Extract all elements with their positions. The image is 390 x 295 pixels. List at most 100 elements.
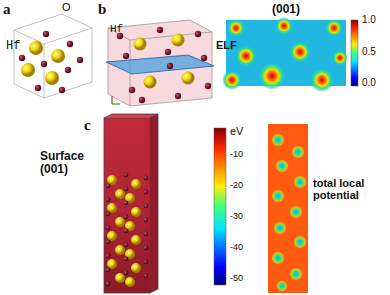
atom <box>144 204 149 209</box>
atom <box>144 260 149 265</box>
atom <box>106 184 111 189</box>
atom <box>107 175 117 185</box>
colorbar <box>214 128 226 285</box>
atom <box>65 67 71 73</box>
atom <box>134 38 147 51</box>
colorbar-tick: -20 <box>230 181 243 190</box>
atom <box>131 263 141 273</box>
elf-maximum <box>310 68 334 92</box>
map-title: (001) <box>272 3 300 16</box>
atom <box>107 203 117 213</box>
atom <box>124 187 129 192</box>
atom <box>115 245 125 255</box>
atom <box>165 49 171 55</box>
atom <box>124 243 129 248</box>
surface-label: Surface (001) <box>40 150 98 175</box>
atom <box>125 277 135 287</box>
potential-well <box>293 235 307 249</box>
atom <box>131 179 141 189</box>
potential-map <box>268 124 308 293</box>
atom <box>115 217 125 227</box>
atom <box>182 72 195 85</box>
surface-slab <box>104 114 158 293</box>
colorbar-unit: eV <box>230 126 243 138</box>
elf-maximum <box>325 19 343 37</box>
map-label: total local potential <box>313 178 383 201</box>
atoms <box>19 31 83 93</box>
atom <box>51 49 65 63</box>
atom <box>107 259 117 269</box>
atom <box>124 257 129 262</box>
atom <box>106 268 111 273</box>
atom <box>124 271 129 276</box>
atom <box>131 235 141 245</box>
atom <box>106 282 111 287</box>
atom <box>205 83 211 89</box>
atom-label: Hf <box>6 40 20 53</box>
crystal-cell <box>14 14 92 98</box>
elf-maximum <box>222 70 242 90</box>
potential-well <box>276 280 288 292</box>
atom <box>29 41 43 55</box>
atom <box>144 274 149 279</box>
atom <box>157 27 163 33</box>
atom <box>124 229 129 234</box>
panel-letter: a <box>3 2 11 18</box>
elf-maximum <box>227 19 245 37</box>
elf-maximum <box>258 62 286 90</box>
elf-maximum <box>235 45 257 67</box>
potential-well <box>271 251 285 265</box>
atom <box>131 207 141 217</box>
potential-well <box>273 221 287 235</box>
atom <box>115 273 125 283</box>
colorbar-tick: 0.0 <box>362 78 376 89</box>
atom <box>19 55 25 61</box>
atom <box>175 93 181 99</box>
atom <box>106 212 111 217</box>
atom <box>172 34 185 47</box>
atom <box>139 97 145 103</box>
atom <box>45 71 59 85</box>
panel-letter: b <box>98 2 106 18</box>
colorbar-tick: -40 <box>230 243 243 252</box>
atom <box>144 76 157 89</box>
atom <box>59 87 65 93</box>
atom-label: O <box>62 2 71 14</box>
supercell <box>106 20 214 106</box>
elf-maximum <box>332 50 348 66</box>
atom <box>124 173 129 178</box>
atom <box>144 218 149 223</box>
atom <box>106 240 111 245</box>
colorbar-tick: -50 <box>230 274 243 283</box>
elf-maximum <box>275 17 293 35</box>
potential-well <box>291 145 305 159</box>
colorbar-tick: -30 <box>230 212 243 221</box>
atom-label: Hf <box>110 24 123 36</box>
atom <box>144 246 149 251</box>
potential-well <box>271 133 285 147</box>
atom <box>144 176 149 181</box>
potential-well <box>289 267 303 281</box>
atom <box>123 53 129 59</box>
elf-map <box>222 17 358 92</box>
atom <box>67 41 73 47</box>
atom <box>195 31 201 37</box>
atom <box>201 55 207 61</box>
colorbar-tick: 0.5 <box>362 47 376 58</box>
atom <box>106 198 111 203</box>
atom <box>41 61 47 67</box>
atom <box>106 254 111 259</box>
colorbar-tick: -10 <box>230 150 243 159</box>
atom <box>124 201 129 206</box>
potential-well <box>275 159 289 173</box>
atom <box>144 190 149 195</box>
potential-well <box>289 205 303 219</box>
colorbar-tick: 1.0 <box>362 15 376 26</box>
atom <box>77 57 83 63</box>
potential-well <box>271 189 285 203</box>
plane-label: ELF <box>216 40 237 52</box>
panel-letter: c <box>84 118 91 134</box>
atom <box>115 189 125 199</box>
atoms <box>117 27 211 103</box>
